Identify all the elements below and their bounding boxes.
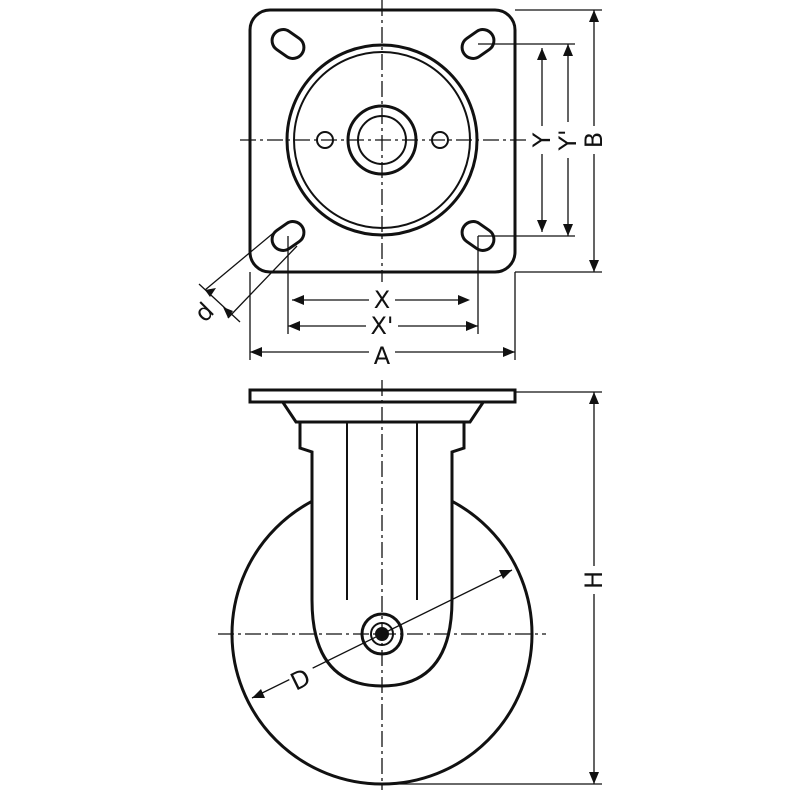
dimension-b-label: B bbox=[580, 132, 608, 148]
bolt-hole-top-left bbox=[270, 28, 306, 60]
bolt-hole-bottom-right bbox=[460, 220, 496, 252]
bolt-hole-top-right bbox=[460, 28, 496, 60]
dimension-a: A bbox=[250, 338, 515, 370]
dimension-x-long: X' bbox=[288, 311, 478, 340]
dimension-x-long-label: X' bbox=[370, 312, 393, 340]
dimension-a-label: A bbox=[374, 342, 391, 370]
dimension-y-long: Y' bbox=[554, 44, 582, 236]
dimension-x-label: X bbox=[374, 286, 390, 314]
dimension-h-label: H bbox=[580, 571, 608, 589]
dimension-y-label: Y bbox=[528, 132, 556, 148]
dimension-y: Y bbox=[528, 48, 556, 232]
mount-bracket bbox=[279, 399, 487, 424]
side-view: D H bbox=[218, 380, 608, 790]
top-view: X X' A Y bbox=[189, 0, 608, 370]
bolt-hole-bottom-left bbox=[270, 220, 306, 252]
dimension-h: H bbox=[382, 391, 608, 785]
dimension-y-long-label: Y' bbox=[554, 129, 582, 151]
dimension-d-label: d bbox=[189, 297, 220, 328]
dimension-b: B bbox=[580, 10, 608, 272]
dimension-d: d bbox=[189, 229, 298, 328]
dimension-x: X bbox=[292, 284, 470, 314]
